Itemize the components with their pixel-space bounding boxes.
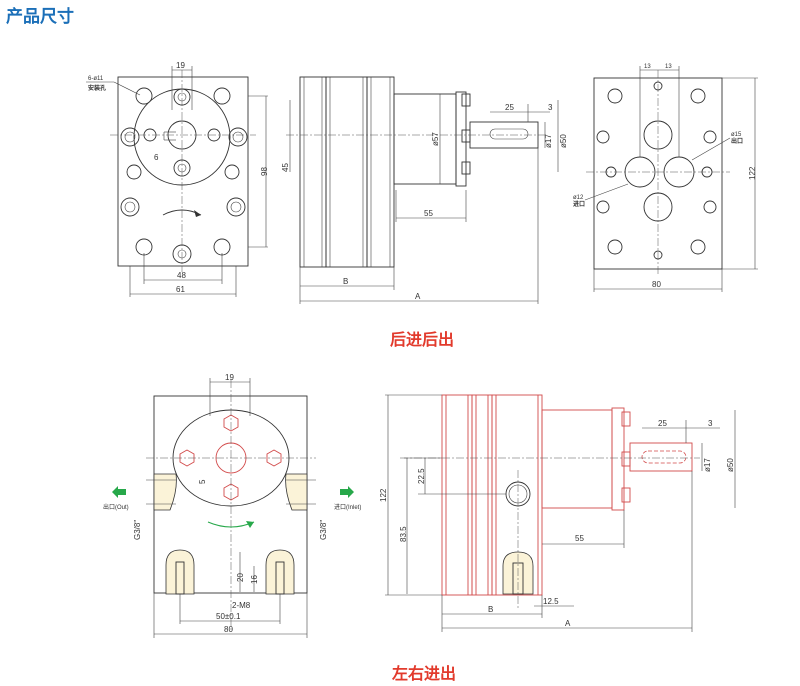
dim-17: ø17	[544, 134, 553, 148]
dim-22-5: 22.5	[417, 468, 426, 484]
mount-holes-cn-label: 安装孔	[88, 84, 106, 92]
dim-55-bottom: 55	[575, 534, 584, 543]
dim-3-bottom: 3	[708, 419, 713, 428]
dim-80-bottom: 80	[224, 625, 233, 634]
inlet-side-label: 进口(Inlet)	[334, 503, 361, 511]
caption-rear-in-rear-out: 后进后出	[390, 332, 455, 349]
bottom-side-view: 122 83.5 22.5 55 25 3 ø17 ø50 12.5 B A	[379, 394, 736, 632]
caption-left-right-ports: 左右进出	[392, 666, 457, 683]
outlet-side-label: 出口(Out)	[103, 503, 129, 511]
dim-3: 3	[548, 103, 553, 112]
dim-B-top: B	[343, 277, 348, 286]
bottom-front-view: 出口(Out) 进口(Inlet) G3/8" G3/8" 19 5 20 16…	[103, 373, 361, 638]
thread-left-label: G3/8"	[133, 520, 142, 540]
inlet-hole-label: ø12	[573, 195, 584, 201]
tapped-holes-label: 2-M8	[232, 601, 251, 610]
mount-holes-label: 6-ø11	[88, 76, 104, 82]
dim-83-5: 83.5	[399, 526, 408, 542]
page-title: 产品尺寸	[6, 7, 74, 26]
dim-50-bottom: ø50	[726, 458, 735, 472]
outlet-cn-label: 出口	[731, 137, 743, 145]
dim-122-top: 122	[748, 166, 757, 180]
dim-45: 45	[281, 163, 290, 172]
dim-61: 61	[176, 285, 185, 294]
dim-17-bottom: ø17	[703, 458, 712, 472]
top-front-view: 19 6 98 48 61 6-ø11 安装孔	[86, 61, 269, 297]
dim-98: 98	[260, 167, 269, 176]
dim-6: 6	[154, 153, 159, 162]
dim-122-bottom: 122	[379, 488, 388, 502]
dim-16: 16	[250, 575, 259, 584]
dim-25-bottom: 25	[658, 419, 667, 428]
dim-A-bottom: A	[565, 619, 571, 628]
dim-12-5: 12.5	[543, 597, 559, 606]
dim-19: 19	[176, 61, 185, 70]
dim-13-left: 13	[644, 64, 651, 70]
dim-48: 48	[177, 271, 186, 280]
dim-19-bottom: 19	[225, 373, 234, 382]
inlet-cn-label: 进口	[573, 200, 585, 208]
dim-55: 55	[424, 209, 433, 218]
dim-A-top: A	[415, 292, 421, 301]
dim-25: 25	[505, 103, 514, 112]
dim-5: 5	[198, 479, 207, 484]
thread-right-label: G3/8"	[319, 520, 328, 540]
top-side-view: 45 ø57 25 3 ø17 ø50 55 B A	[281, 76, 568, 304]
dim-50: ø50	[559, 134, 568, 148]
dim-57: ø57	[431, 132, 440, 146]
dim-20: 20	[236, 573, 245, 582]
dim-B-bottom: B	[488, 605, 493, 614]
dim-80-top: 80	[652, 280, 661, 289]
dim-13-right: 13	[665, 64, 672, 70]
outlet-hole-label: ø15	[731, 132, 742, 138]
dim-50-tolerance: 50±0.1	[216, 612, 241, 621]
top-back-view: 13 13 122 80 ø15 出口 ø12 进口	[573, 64, 758, 292]
